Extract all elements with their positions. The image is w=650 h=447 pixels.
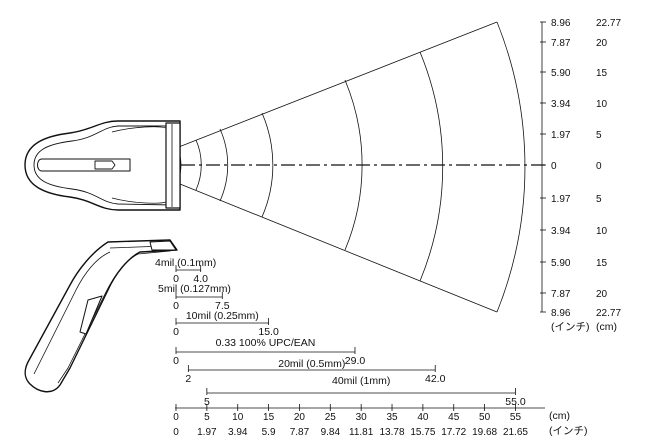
right-axis-inch-label: 5.90 bbox=[551, 258, 571, 269]
bottom-axis-cm-unit: (cm) bbox=[549, 410, 570, 422]
right-axis-cm-label: 10 bbox=[596, 226, 608, 237]
bottom-axis-inch-label: 1.97 bbox=[197, 427, 217, 438]
bottom-axis-inch-label: 19.68 bbox=[472, 427, 497, 438]
right-axis-cm-unit: (cm) bbox=[596, 321, 617, 333]
right-axis-cm-label: 22.77 bbox=[596, 308, 621, 319]
right-axis-inch-label: 5.90 bbox=[551, 68, 571, 79]
bottom-axis-cm-label: 5 bbox=[204, 412, 210, 423]
range-bar-near-value: 2 bbox=[185, 373, 191, 385]
right-axis-cm-label: 10 bbox=[596, 99, 608, 110]
bottom-axis-cm-label: 50 bbox=[479, 412, 491, 423]
bottom-axis-inch-label: 13.78 bbox=[380, 427, 405, 438]
range-bar-near-value: 0 bbox=[173, 355, 179, 367]
bottom-axis-cm-label: 0 bbox=[173, 412, 179, 423]
right-axis-cm-label: 20 bbox=[596, 38, 608, 49]
bottom-axis-inch-unit: (インチ) bbox=[549, 425, 588, 437]
right-axis-ticks: 8.96 22.77 7.87 20 5.90 15 3.94 10 1.97 5 0 0 1.97 5 3… bbox=[540, 18, 621, 319]
bottom-axis-inch-label: 3.94 bbox=[228, 427, 248, 438]
range-bar: 10mil (0.25mm) 0 15.0 bbox=[173, 310, 279, 338]
bottom-axis-inch-label: 21.65 bbox=[503, 427, 528, 438]
range-bar-near-value: 0 bbox=[173, 273, 179, 285]
range-bar-label: 10mil (0.25mm) bbox=[186, 310, 259, 322]
bottom-axis-inch-label: 5.9 bbox=[262, 427, 276, 438]
right-axis-cm-label: 15 bbox=[596, 68, 608, 79]
scan-field-fan bbox=[106, 21, 545, 313]
bottom-axis-inch-label: 0 bbox=[173, 427, 179, 438]
right-axis-inch-label: 8.96 bbox=[551, 308, 571, 319]
right-axis-cm-label: 15 bbox=[596, 258, 608, 269]
bottom-axis-cm-label: 40 bbox=[417, 412, 429, 423]
right-axis-cm-label: 5 bbox=[596, 194, 602, 205]
range-bar-far-value: 4.0 bbox=[193, 273, 208, 285]
right-axis-inch-label: 8.96 bbox=[551, 18, 571, 29]
right-axis-cm-label: 5 bbox=[596, 130, 602, 141]
range-bar: 4mil (0.1mm) 0 4.0 bbox=[155, 257, 216, 285]
fan-arc-5 bbox=[419, 51, 444, 282]
fan-lower-edge bbox=[132, 164, 498, 313]
range-bar-far-value: 29.0 bbox=[345, 355, 366, 367]
right-axis-cm-label: 0 bbox=[596, 161, 602, 172]
range-bar: 20mil (0.5mm) 2 42.0 bbox=[185, 358, 445, 385]
bottom-axis-cm-label: 20 bbox=[294, 412, 306, 423]
bottom-axis-inch-label: 17.72 bbox=[441, 427, 466, 438]
right-axis-inch-label: 7.87 bbox=[551, 38, 571, 49]
bottom-axis-cm-label: 15 bbox=[263, 412, 275, 423]
bottom-axis-cm-label: 35 bbox=[386, 412, 398, 423]
range-bar: 5mil (0.127mm) 0 7.5 bbox=[158, 283, 231, 312]
range-bar-far-value: 55.0 bbox=[505, 396, 526, 408]
range-bar-label: 40mil (1mm) bbox=[332, 375, 390, 387]
range-bar: 0.33 100% UPC/EAN 0 29.0 bbox=[173, 337, 365, 367]
range-bar-label: 0.33 100% UPC/EAN bbox=[216, 337, 316, 349]
right-axis-inch-label: 0 bbox=[551, 161, 557, 172]
range-bar-far-value: 7.5 bbox=[215, 300, 230, 312]
right-axis-inch-label: 3.94 bbox=[551, 99, 571, 110]
right-axis-inch-label: 1.97 bbox=[551, 194, 571, 205]
fan-upper-edge bbox=[132, 21, 498, 166]
range-bar-far-value: 42.0 bbox=[425, 373, 446, 385]
bottom-axis-cm-label: 45 bbox=[448, 412, 460, 423]
bottom-axis-inch-label: 11.81 bbox=[349, 427, 374, 438]
bottom-axis-inch-label: 9.84 bbox=[321, 427, 341, 438]
bottom-axis-cm-label: 30 bbox=[356, 412, 368, 423]
right-axis-inch-unit: (インチ) bbox=[551, 321, 590, 333]
right-axis-inch-label: 3.94 bbox=[551, 226, 571, 237]
bottom-axis-cm-label: 10 bbox=[232, 412, 244, 423]
right-axis-inch-label: 1.97 bbox=[551, 130, 571, 141]
bottom-axis-cm-label: 55 bbox=[510, 412, 522, 423]
range-bar: 40mil (1mm) 5 55.0 bbox=[204, 375, 526, 408]
range-bar-near-value: 0 bbox=[173, 326, 179, 338]
range-bar-label: 5mil (0.127mm) bbox=[158, 283, 231, 295]
fan-outer-arc bbox=[496, 21, 526, 313]
scanner-top-view bbox=[24, 120, 181, 211]
range-bar-label: 4mil (0.1mm) bbox=[155, 257, 216, 269]
range-bar-near-value: 0 bbox=[173, 300, 179, 312]
bottom-axis-ticks: 0 0 5 1.97 10 3.94 15 5.9 20 7.87 25 9.84 30 11.81 35 1… bbox=[173, 404, 528, 438]
bottom-axis-inch-label: 15.75 bbox=[410, 427, 435, 438]
range-bar-far-value: 15.0 bbox=[258, 326, 279, 338]
right-axis-cm-label: 22.77 bbox=[596, 18, 621, 29]
scanner-side-view bbox=[24, 239, 178, 393]
fan-arc-2 bbox=[219, 128, 229, 202]
bottom-axis-cm-label: 25 bbox=[325, 412, 337, 423]
right-axis-inch-label: 7.87 bbox=[551, 289, 571, 300]
bottom-axis-inch-label: 7.87 bbox=[290, 427, 310, 438]
range-bar-label: 20mil (0.5mm) bbox=[278, 358, 345, 370]
fan-arc-3 bbox=[261, 112, 274, 218]
range-bar-near-value: 5 bbox=[204, 396, 210, 408]
right-axis-cm-label: 20 bbox=[596, 289, 608, 300]
